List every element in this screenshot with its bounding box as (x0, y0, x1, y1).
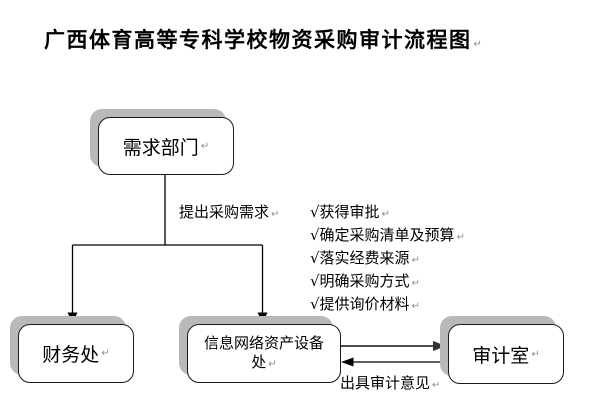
arrowhead-network-to-audit-icon (433, 341, 446, 351)
node-finance-office-label: 财务处 (42, 344, 100, 366)
paragraph-mark-icon: ↵ (101, 348, 110, 359)
checklist-item: √获得审批↵ (310, 203, 390, 221)
paragraph-mark-icon: ↵ (268, 358, 277, 370)
edge-label-propose-demand: 提出采购需求↵ (179, 203, 280, 221)
paragraph-mark-icon: ↵ (531, 348, 540, 360)
checklist-item: √落实经费来源↵ (310, 249, 420, 267)
node-demand-dept: 需求部门↵ (98, 117, 234, 175)
node-network-label-line2: 处↵ (251, 352, 277, 371)
node-network-label-line1: 信息网络资产设备 (203, 333, 324, 352)
checklist-item: √提供询价材料↵ (310, 295, 420, 313)
arrowhead-to-network-icon (257, 312, 268, 323)
checklist-item: √确定采购清单及预算↵ (310, 226, 465, 244)
edge-label-audit-opinion: 出具审计意见↵ (340, 374, 441, 392)
checklist-item: √明确采购方式↵ (310, 272, 420, 290)
paragraph-mark-icon: ↵ (473, 39, 482, 50)
paragraph-mark-icon: ↵ (200, 140, 210, 152)
node-network-assets-office-label: 信息网络资产设备 处↵ (204, 334, 324, 374)
node-demand-dept-label: 需求部门 (122, 136, 199, 159)
paragraph-mark-icon: ↵ (432, 380, 441, 391)
paragraph-mark-icon: ↵ (411, 278, 420, 289)
paragraph-mark-icon: ↵ (411, 255, 420, 266)
page-title: 广西体育高等专科学校物资采购审计流程图↵ (44, 24, 482, 54)
arrowhead-to-finance-icon (67, 312, 78, 323)
node-audit-office-label: 审计室 (472, 344, 530, 367)
paragraph-mark-icon: ↵ (271, 209, 280, 220)
checklist: √获得审批↵ √确定采购清单及预算↵ √落实经费来源↵ √明确采购方式↵ √提供… (310, 202, 465, 317)
page-title-text: 广西体育高等专科学校物资采购审计流程图 (44, 28, 472, 52)
paragraph-mark-icon: ↵ (456, 232, 465, 243)
node-network-assets-office: 信息网络资产设备 处↵ (187, 324, 341, 383)
node-finance-office: 财务处↵ (18, 324, 134, 383)
arrowhead-audit-to-network-icon (341, 357, 354, 367)
node-audit-office: 审计室↵ (448, 324, 564, 384)
paragraph-mark-icon: ↵ (411, 301, 420, 312)
paragraph-mark-icon: ↵ (381, 209, 390, 220)
